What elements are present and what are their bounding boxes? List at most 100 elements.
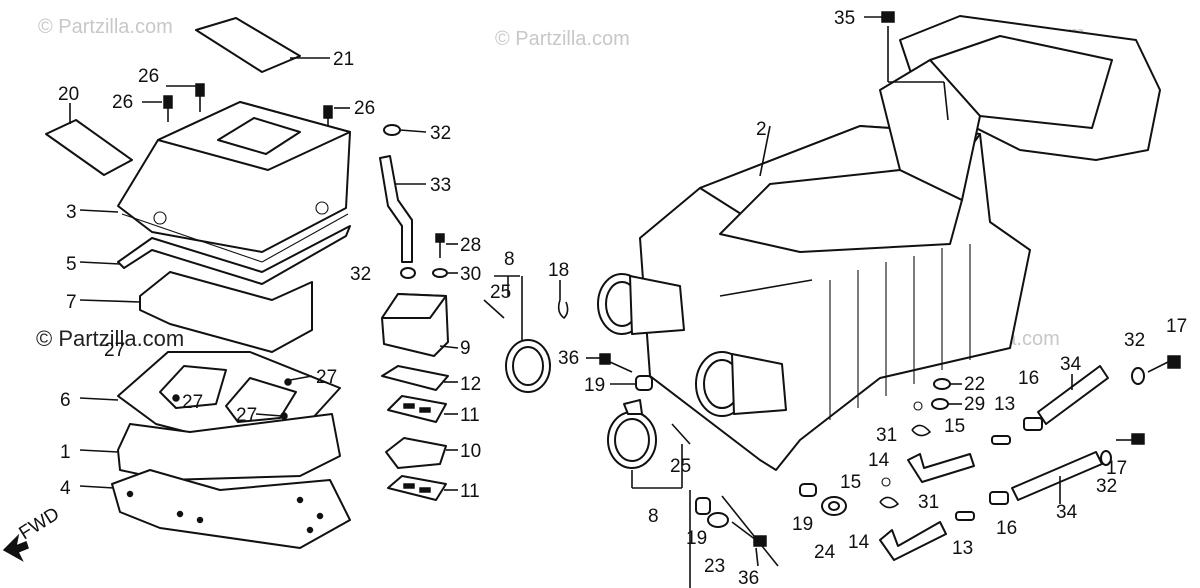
part-27-screws (172, 375, 313, 420)
callout-label: 21 (333, 49, 354, 70)
callout-label: 3 (66, 202, 77, 223)
part-12-gasket (381, 365, 458, 391)
callout-label: 2 (756, 119, 767, 140)
watermark: © Partzilla.com (36, 326, 184, 351)
part-21-sheet (195, 17, 301, 73)
part-32-cap-right (1100, 367, 1145, 466)
callout-label: 24 (814, 542, 836, 563)
part-10-gasket (385, 437, 458, 469)
part-26-screws (142, 83, 350, 134)
callout-label: 32 (350, 264, 371, 285)
callout-label: 9 (460, 338, 471, 359)
callout-label: 33 (430, 175, 451, 196)
part-25-pin (483, 299, 505, 319)
part-36-bolt (586, 353, 633, 373)
callout-label: 17 (1106, 458, 1127, 479)
callout-label: 6 (60, 390, 71, 411)
part-2-housing (639, 15, 1161, 471)
part-34-hose-upper (1037, 365, 1109, 425)
callout-label: 14 (848, 532, 870, 553)
part-31-clamp (879, 424, 932, 509)
callout-label: 8 (504, 249, 515, 270)
callout-label: 27 (182, 392, 203, 413)
part-4-plate (79, 469, 351, 549)
part-35-bolt (864, 11, 895, 23)
callout-label: 5 (66, 254, 77, 275)
callout-labels: 21 20 26 26 26 32 33 3 5 7 28 32 30 8 25… (58, 8, 1187, 588)
callout-label: 32 (1124, 330, 1145, 351)
callout-label: 30 (460, 264, 481, 285)
callout-label: 4 (60, 478, 71, 499)
callout-label: 34 (1060, 354, 1082, 375)
callout-label: 25 (490, 282, 511, 303)
part-3-cover (79, 101, 351, 263)
callout-label: 22 (964, 374, 985, 395)
callout-label: 36 (558, 348, 579, 369)
part-7-element (79, 271, 313, 353)
callout-label: 32 (1096, 476, 1117, 497)
part-19-collar-bottom (689, 490, 711, 588)
part-25-pin-lower (671, 423, 691, 488)
callout-label: 27 (316, 367, 337, 388)
part-29-clip (931, 398, 962, 410)
callout-label: 17 (1166, 316, 1187, 337)
part-20-pad (45, 119, 133, 176)
part-30-washer (432, 268, 448, 278)
part-5-gasket (79, 225, 351, 285)
part-14-elbow-hose (879, 453, 975, 561)
callout-label: 10 (460, 441, 481, 462)
callout-label: 26 (138, 66, 159, 87)
callout-label: 27 (236, 405, 257, 426)
callout-label: 27 (104, 340, 125, 361)
callout-label: 26 (354, 98, 375, 119)
callout-label: 34 (1056, 502, 1078, 523)
callout-label: 14 (868, 450, 890, 471)
part-36-bolt-bottom (721, 495, 779, 567)
part-11-reed-lower (387, 475, 458, 501)
fwd-label: FWD (16, 504, 64, 545)
part-8-clamp (494, 275, 551, 393)
part-15-clip (881, 401, 923, 487)
part-34-hose-lower (1011, 451, 1103, 504)
watermark: © Partzilla.com (38, 16, 173, 38)
callout-label: 31 (918, 492, 939, 513)
part-13-fitting (955, 435, 1011, 521)
part-33-hose (379, 155, 426, 263)
part-17-fitting (1116, 355, 1181, 445)
callout-label: 13 (952, 538, 973, 559)
callout-label: 20 (58, 84, 79, 105)
callout-label: 36 (738, 568, 759, 588)
part-32-cap (383, 124, 401, 136)
callout-label: 28 (460, 235, 481, 256)
part-9-box (381, 293, 459, 357)
fwd-arrow-icon: FWD (2, 504, 64, 562)
intake-tubes (597, 273, 813, 417)
callout-label: 15 (944, 416, 965, 437)
callout-label: 12 (460, 374, 481, 395)
part-19-collar (610, 375, 653, 391)
callout-label: 18 (548, 260, 569, 281)
part-16-joint (989, 417, 1043, 505)
callout-label: 26 (112, 92, 133, 113)
part-24-bushing (821, 496, 847, 516)
part-28-bolt (435, 233, 458, 258)
part-32-cap-lower (400, 267, 416, 279)
part-19-collar-right (799, 483, 817, 497)
part-1-case (79, 413, 341, 481)
part-22-washer (933, 378, 962, 390)
callout-label: 25 (670, 456, 691, 477)
watermark: © Partzilla.com (495, 28, 630, 50)
callout-label: 35 (834, 8, 855, 29)
callout-label: 15 (840, 472, 861, 493)
callout-label: 16 (1018, 368, 1039, 389)
callout-label: 23 (704, 556, 725, 577)
callout-label: 16 (996, 518, 1017, 539)
part-8-clamp-lower (607, 399, 682, 489)
callout-label: 19 (792, 514, 813, 535)
callout-label: 11 (460, 405, 480, 426)
callout-label: 19 (584, 375, 605, 396)
callout-label: 1 (60, 442, 71, 463)
part-23-washer (707, 512, 729, 528)
callout-label: 13 (994, 394, 1015, 415)
